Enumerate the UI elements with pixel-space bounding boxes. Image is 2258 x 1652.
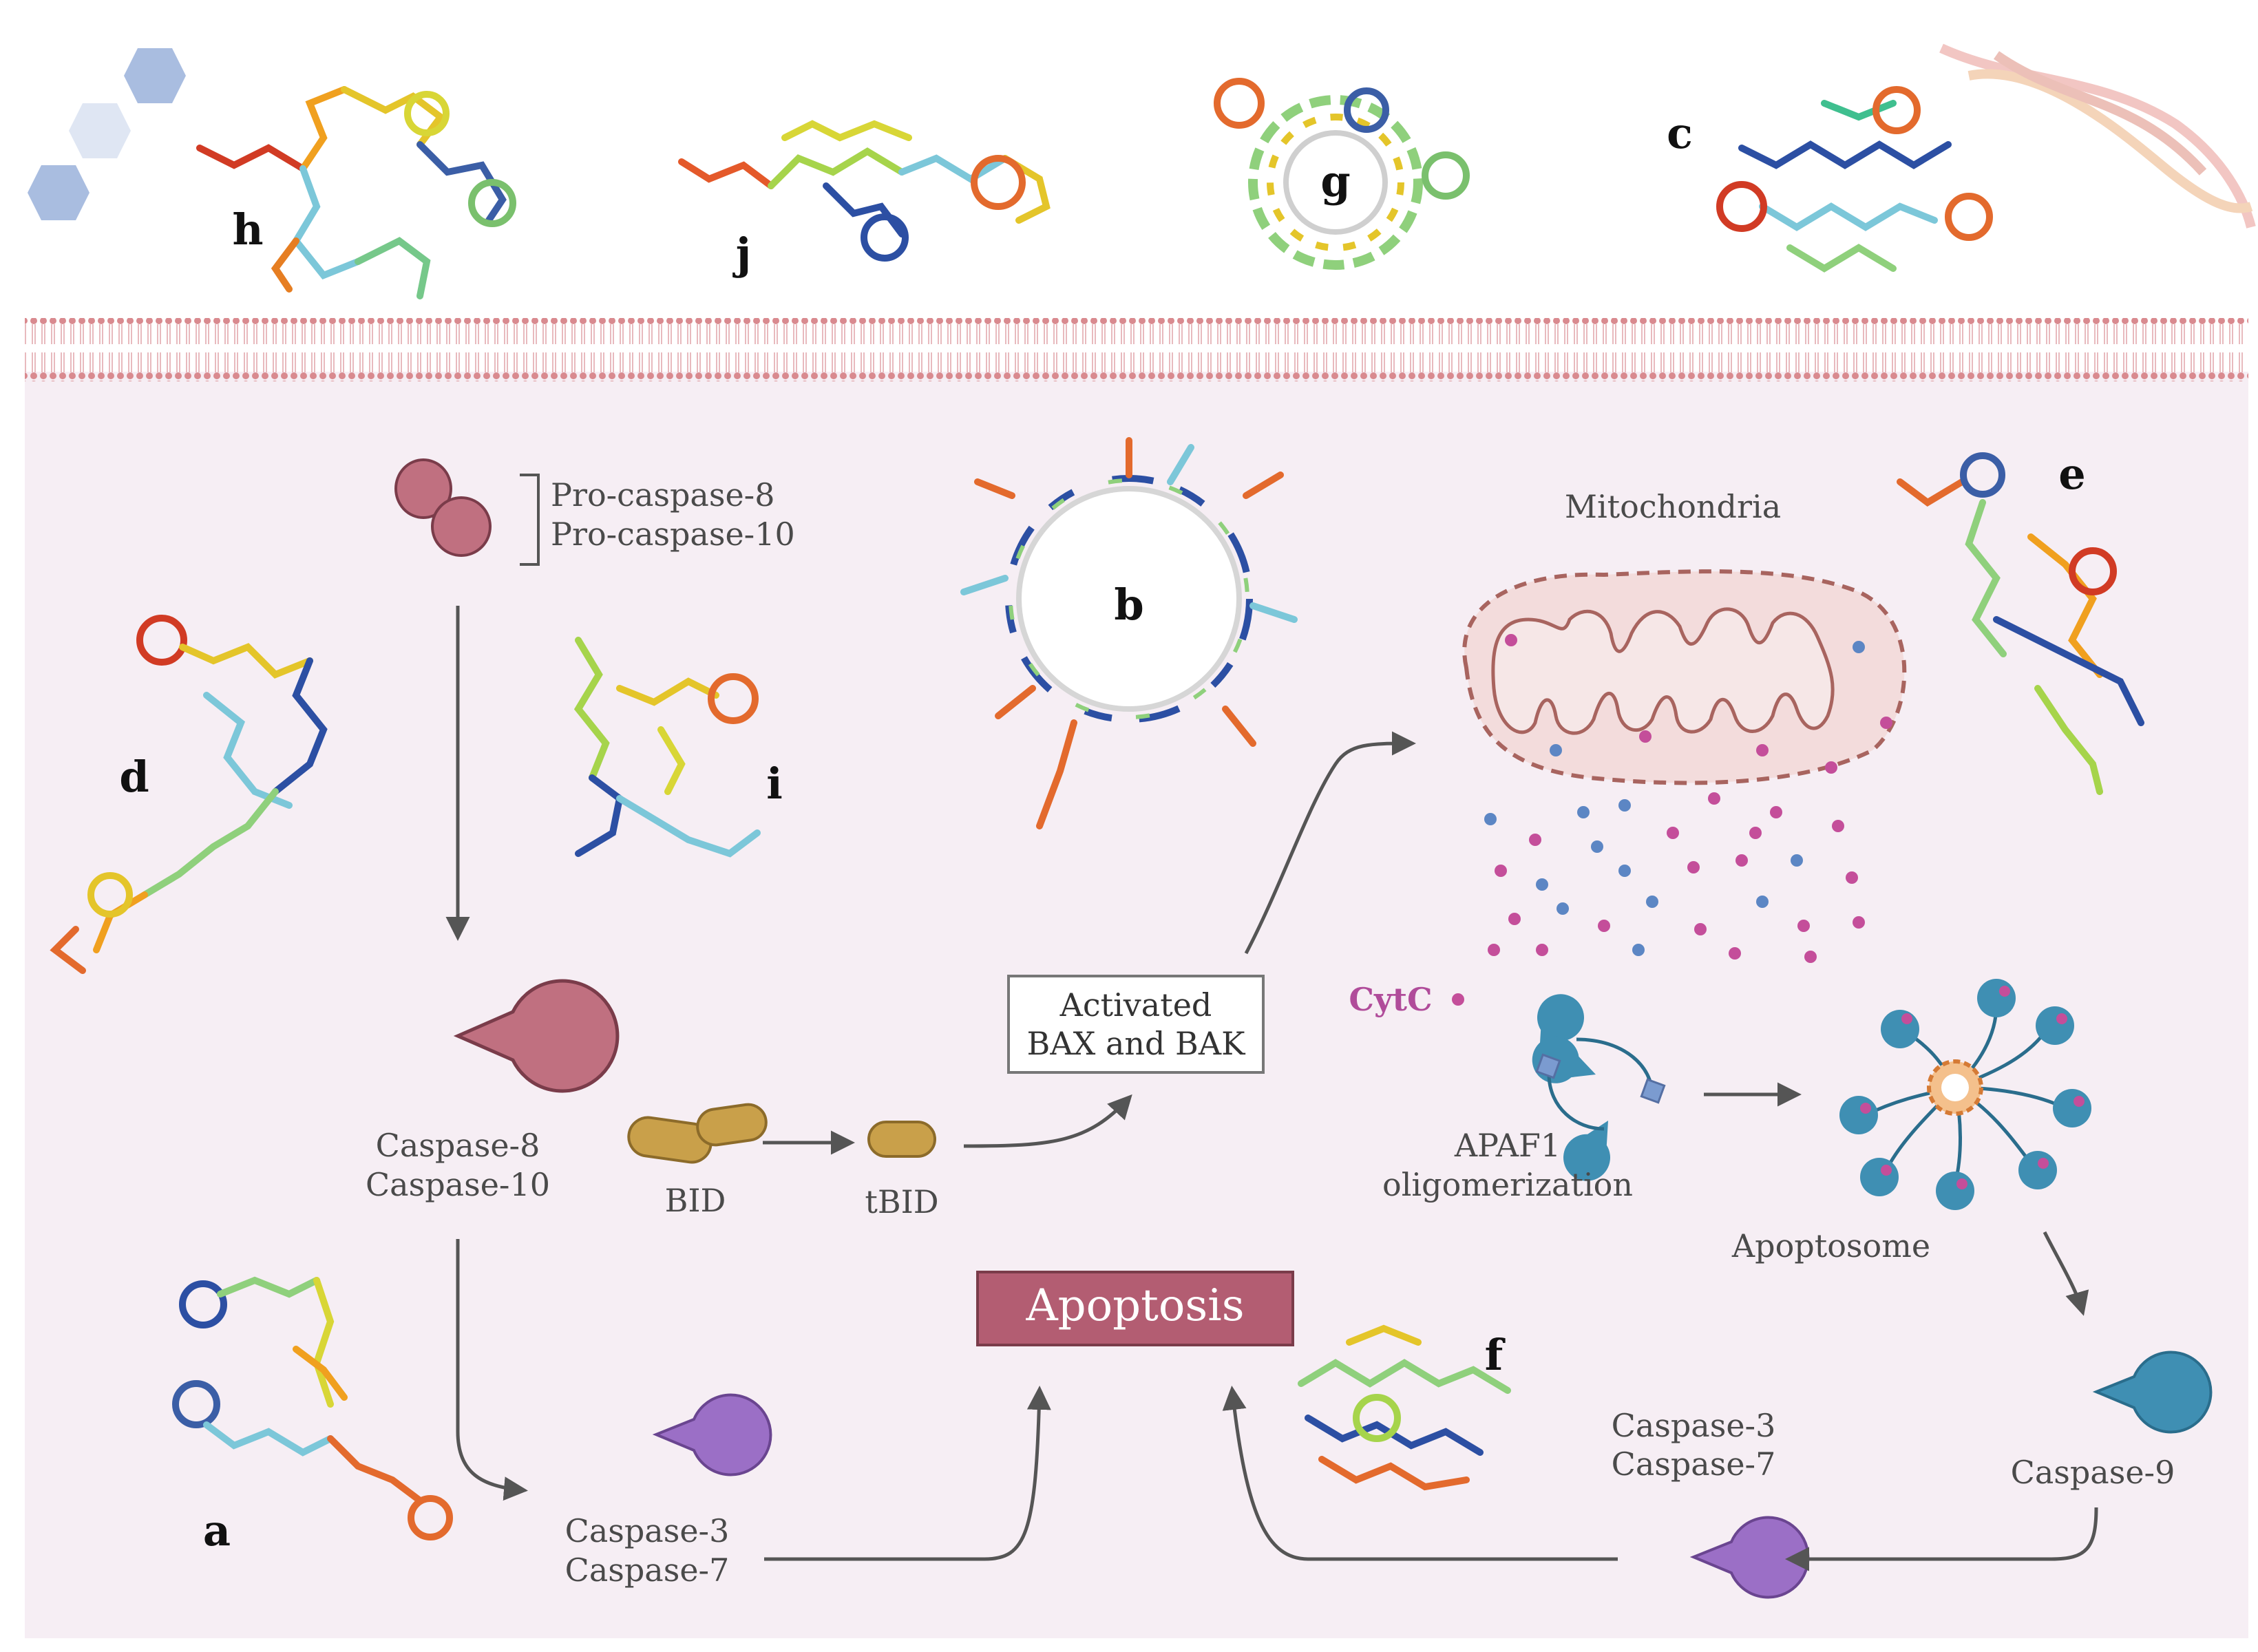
dna-helix-decoration [1939, 43, 2256, 229]
arrow-caspase37-to-apoptosis [764, 1386, 1051, 1561]
caspase37-left-icon [652, 1393, 772, 1476]
arrow-apoptosome-to-caspase9 [2043, 1231, 2089, 1316]
procaspase-icon [394, 458, 492, 557]
cytc-label: CytC [1349, 981, 1432, 1018]
apoptosome-icon [1839, 979, 2091, 1210]
molecule-label-c: c [1667, 108, 1693, 158]
caspase37-left-label-1: Caspase-3 [565, 1512, 730, 1549]
apoptosome-label: Apoptosome [1731, 1227, 1930, 1264]
molecule-i [573, 637, 761, 858]
molecule-label-j: j [732, 229, 751, 279]
cytochrome-c-release [1484, 792, 1865, 963]
apaf1-label-2: oligomerization [1382, 1166, 1633, 1203]
procaspase-label-2: Pro-caspase-10 [551, 516, 795, 553]
extracellular-space [0, 0, 2258, 324]
bax-bak-label-2: BAX and BAK [1027, 1025, 1247, 1062]
molecule-a [172, 1276, 453, 1540]
caspase37-right-label-1: Caspase-3 [1612, 1407, 1776, 1444]
molecule-label-g: g [1320, 156, 1350, 206]
molecule-e [1897, 452, 2144, 795]
bax-bak-box [1007, 975, 1265, 1074]
caspase37-right-label-2: Caspase-7 [1612, 1446, 1776, 1483]
arrow-tbid-to-bax [963, 1094, 1132, 1148]
tbid-icon [867, 1121, 936, 1158]
molecule-label-f: f [1485, 1330, 1506, 1380]
molecule-label-d: d [119, 752, 149, 802]
tbid-label: tBID [865, 1183, 938, 1220]
molecule-h [196, 86, 516, 299]
molecule-f [1298, 1324, 1511, 1491]
caspase810-label-2: Caspase-10 [366, 1166, 550, 1203]
molecule-label-b: b [1114, 580, 1143, 630]
caspase810-label-1: Caspase-8 [376, 1127, 540, 1164]
bid-icon [627, 1103, 768, 1164]
caspase37-left-label-2: Caspase-7 [565, 1552, 730, 1589]
apoptosis-label: Apoptosis [1025, 1280, 1244, 1331]
arrow-caspase9-to-caspase37 [1785, 1507, 2098, 1571]
pathway-arrows [445, 606, 2098, 1571]
molecule-g [1214, 78, 1470, 270]
molecule-j [678, 120, 1051, 262]
molecule-label-e: e [2058, 449, 2085, 499]
molecule-label-i: i [766, 759, 783, 809]
apaf1-label-1: APAF1 [1454, 1127, 1561, 1164]
apoptosis-box [976, 1271, 1294, 1346]
cytc-dot [1452, 993, 1464, 1006]
procaspase-label-1: Pro-caspase-8 [551, 476, 774, 513]
procaspase-bracket [520, 474, 540, 566]
bax-bak-label-1: Activated [1059, 986, 1212, 1024]
arrow-caspase8-to-caspase37 [456, 1239, 528, 1501]
molecule-label-h: h [232, 204, 263, 255]
molecule-c [1716, 86, 1993, 273]
hexagon-decoration [28, 48, 186, 220]
molecule-d [50, 615, 328, 974]
cell-membrane [25, 318, 2248, 381]
molecule-b [960, 437, 1298, 829]
molecule-label-a: a [203, 1505, 231, 1556]
caspase9-icon [2092, 1351, 2213, 1434]
mitochondrion-icon [1462, 569, 1907, 785]
mitochondria-label: Mitochondria [1565, 488, 1781, 525]
apaf1-icon [1532, 994, 1666, 1181]
bid-label: BID [665, 1182, 726, 1219]
caspase9-label: Caspase-9 [2011, 1454, 2175, 1491]
arrow-bax-to-mitochondria [1244, 731, 1416, 955]
caspase8-icon [453, 979, 620, 1093]
arrow-caspase37-to-apoptosis-right [1222, 1386, 1618, 1561]
